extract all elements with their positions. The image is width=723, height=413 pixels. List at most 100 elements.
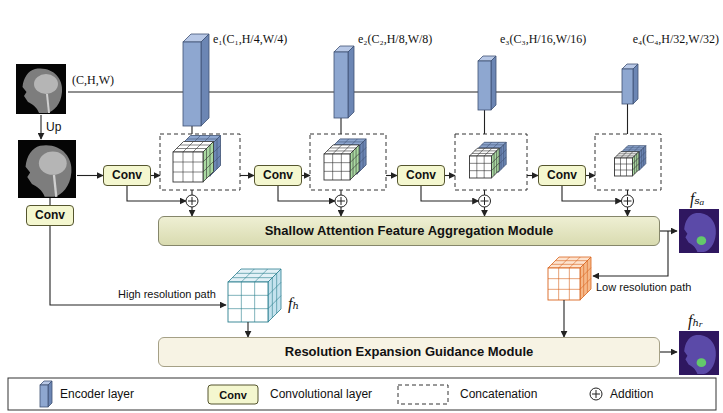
concat-box xyxy=(455,134,527,190)
conv-to-concat-arrow xyxy=(302,175,310,176)
layer-label: e₂(C₂,H/8,W/8) xyxy=(358,32,432,46)
slab-front xyxy=(622,69,633,104)
cube-grid xyxy=(587,261,588,293)
head-shape xyxy=(684,213,716,252)
conv-label: Conv xyxy=(547,169,577,183)
cube-grid xyxy=(617,155,635,156)
encoder-layer: e₃(C₃,H/16,W/16) xyxy=(478,56,496,110)
cube-grid xyxy=(479,147,501,148)
legend-concat-sample xyxy=(398,385,448,404)
conv-box: Conv xyxy=(397,165,445,186)
slab-front xyxy=(40,385,48,407)
feature-label: fₕᵣ xyxy=(688,311,703,330)
conv-box: Conv xyxy=(254,165,302,186)
feature-label: fₛₐ xyxy=(690,189,705,208)
legend-label: Concatenation xyxy=(460,387,537,401)
cube-grid xyxy=(615,170,633,171)
conv-label: Conv xyxy=(406,169,436,183)
slab-side xyxy=(491,56,496,110)
cube-grid xyxy=(341,145,350,154)
segmentation-image xyxy=(679,209,719,253)
cube-grid xyxy=(477,148,485,156)
spine-line xyxy=(47,94,49,113)
cube-grid xyxy=(492,156,500,164)
encoder-link xyxy=(209,91,334,92)
cube-grid xyxy=(173,162,203,163)
cube-grid xyxy=(193,142,204,153)
cube-grid xyxy=(183,142,194,153)
legend-label: Convolutional layer xyxy=(270,387,372,401)
cube-grid xyxy=(241,282,242,322)
addition-bar xyxy=(341,197,342,205)
cube-grid xyxy=(337,141,363,142)
path-label: Low resolution path xyxy=(596,281,691,293)
cube-grid xyxy=(177,148,207,149)
image-ground xyxy=(679,209,719,253)
cube-side xyxy=(203,142,214,183)
cube-grid xyxy=(633,164,639,170)
legend-conv-sample xyxy=(208,385,258,404)
addition-symbol xyxy=(590,388,602,400)
cube-grid xyxy=(555,260,587,261)
cube-grid xyxy=(472,153,494,154)
cube-grid xyxy=(633,158,639,164)
addition-circle xyxy=(186,195,198,207)
cube-grid xyxy=(640,152,646,158)
encoder-slab-shape xyxy=(334,46,354,118)
fh-to-module-arrow xyxy=(247,322,248,337)
addition-bar xyxy=(627,197,628,205)
spine-line xyxy=(54,175,56,197)
head-outline xyxy=(684,335,716,374)
conv-feature-cube xyxy=(324,145,359,180)
legend-label: Encoder layer xyxy=(60,387,134,401)
head-shape xyxy=(684,335,716,374)
cube-grid xyxy=(254,282,255,322)
addition-bar xyxy=(484,197,485,205)
cube-grid xyxy=(268,296,281,309)
cube-grid xyxy=(627,152,633,158)
segmentation-image xyxy=(679,331,719,375)
cube-grid xyxy=(484,156,485,178)
image-ground xyxy=(16,64,66,114)
connectors xyxy=(209,92,622,93)
mri-image xyxy=(16,64,66,114)
input-line xyxy=(68,91,183,92)
legend-encoder-sample xyxy=(40,381,52,407)
cube-grid xyxy=(641,150,642,168)
cube-side xyxy=(640,146,646,170)
addition-symbol xyxy=(479,195,491,207)
cube-grid xyxy=(482,144,504,145)
cube-front xyxy=(324,154,350,180)
addition-bar xyxy=(596,390,597,398)
concat-to-add-line xyxy=(191,190,192,195)
lesion-region xyxy=(697,358,707,367)
addition-symbol xyxy=(622,195,634,207)
cube-grid xyxy=(503,145,504,167)
cube-grid xyxy=(332,154,333,180)
concat-box xyxy=(160,134,240,190)
cube-front xyxy=(173,152,203,182)
concat-to-add-line xyxy=(627,190,628,195)
operation-label: Up xyxy=(46,120,61,134)
cube-grid xyxy=(619,153,637,154)
conv-to-concat-arrow xyxy=(151,175,160,176)
cube-grid xyxy=(548,278,580,279)
addition-symbol xyxy=(186,195,198,207)
encoder-feature-line xyxy=(484,110,485,134)
module-box: Shallow Attention Feature Aggregation Mo… xyxy=(158,216,660,246)
brain-region xyxy=(34,74,58,94)
cube-grid xyxy=(558,268,559,300)
head-outline xyxy=(23,69,63,113)
cube-grid xyxy=(569,257,580,268)
conv-label: Conv xyxy=(263,169,293,183)
cube-grid xyxy=(183,152,184,182)
cube-front xyxy=(615,158,633,176)
encoder-layer: e₄(C₄,H/32,W/32) xyxy=(622,64,638,104)
layer-label: e₃(C₃,H/16,W/16) xyxy=(500,32,586,46)
cube-grid xyxy=(484,148,492,156)
cube-grid xyxy=(496,151,497,173)
cube-front xyxy=(228,282,268,322)
slab-side xyxy=(633,64,638,104)
cube-grid xyxy=(634,156,635,174)
